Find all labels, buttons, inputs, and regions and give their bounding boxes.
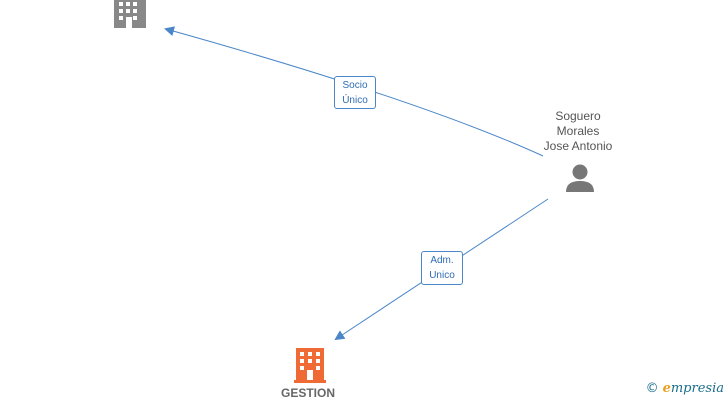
empresia-watermark: ©empresia (646, 381, 724, 396)
company-name-label[interactable]: GESTION (280, 386, 335, 400)
edge-label-line1: Socio (342, 80, 368, 91)
copyright-icon: © (645, 381, 659, 396)
person-icon[interactable] (566, 164, 594, 193)
edge-socio-unico (164, 26, 544, 157)
person-name-label[interactable]: Soguero Morales Jose Antonio (528, 109, 628, 154)
building-icon[interactable] (114, 0, 146, 28)
person-name-line1: Soguero (555, 109, 601, 123)
edge-label-line1: Adm. (430, 255, 454, 266)
person-name-line3: Jose Antonio (543, 139, 613, 153)
person-name-line2: Morales (556, 124, 600, 138)
edge-label-line2: Unico (429, 270, 455, 281)
building-icon[interactable] (294, 348, 326, 383)
edge-label-line2: Único (342, 95, 368, 106)
edge-label-adm-unico: Adm. Unico (421, 251, 463, 285)
edge-label-socio-unico: Socio Único (334, 76, 376, 109)
brand-initial: e (662, 381, 671, 396)
brand-name: mpresia (670, 381, 724, 396)
